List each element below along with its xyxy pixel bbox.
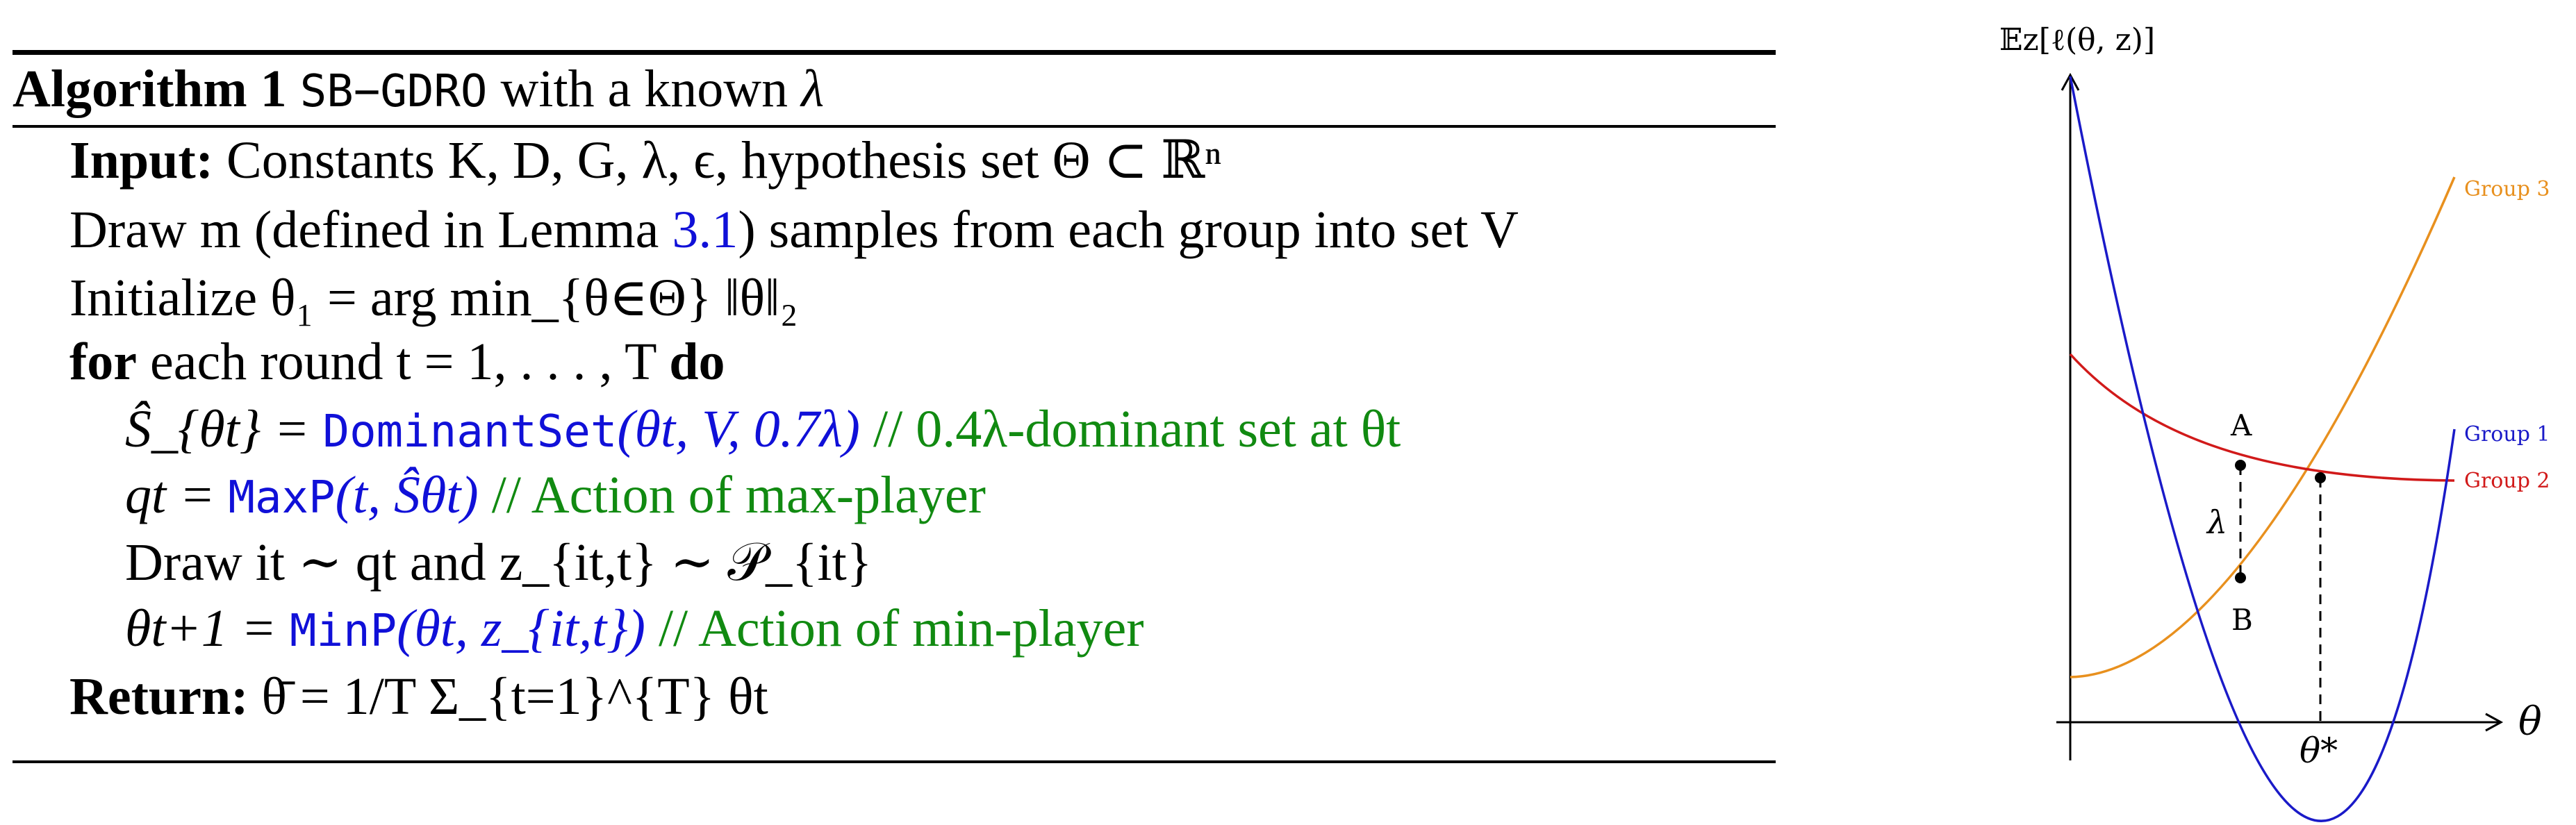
max-player-comment: // Action of max-player — [491, 466, 986, 524]
dominant-set-function: DominantSet — [322, 406, 618, 458]
min-player-lhs: θt+1 = — [125, 599, 277, 658]
input-keyword: Input: — [69, 131, 213, 190]
x-axis-arrow — [2485, 712, 2504, 732]
header-rule — [13, 125, 1776, 128]
algorithm-title: Algorithm 1 SB−GDRO with a known λ — [13, 56, 824, 125]
for-loop-line: for each round t = 1, . . . , T do — [69, 328, 725, 395]
initialize-line: Initialize θ₁ = arg min_{θ∈Θ} ‖θ‖₂ — [69, 265, 798, 331]
return-line: Return: θ̄ = 1/T Σ_{t=1}^{T} θt — [69, 663, 768, 730]
loss-curves-svg: 𝔼z[ℓ(θ, z)] θ θ* A B λ Group 3 Group 1 G… — [1999, 22, 2550, 822]
dominant-set-args: (θt, V, 0.7λ) — [617, 400, 860, 458]
for-keyword: for — [69, 333, 138, 391]
input-text: Constants K, D, G, λ, ϵ, hypothesis set … — [226, 131, 1222, 190]
group-2-label: Group 2 — [2464, 469, 2550, 493]
max-player-args: (t, Ŝθt) — [335, 466, 479, 524]
group-1-label: Group 1 — [2464, 422, 2550, 447]
initialize-text: Initialize θ₁ = arg min_{θ∈Θ} ‖θ‖₂ — [69, 269, 798, 327]
input-line: Input: Constants K, D, G, λ, ϵ, hypothes… — [69, 127, 1221, 194]
dominant-set-line: Ŝ_{θt} = DominantSet(θt, V, 0.7λ) // 0.4… — [125, 396, 1401, 465]
max-player-line: qt = MaxP(t, Ŝθt) // Action of max-playe… — [125, 462, 986, 531]
group-3-curve — [2070, 176, 2456, 678]
max-player-function: MaxP — [228, 472, 336, 524]
return-keyword: Return: — [69, 667, 249, 726]
min-player-args: (θt, z_{it,t}) — [397, 599, 645, 658]
max-player-lhs: qt = — [125, 466, 215, 524]
loss-curves-figure: 𝔼z[ℓ(θ, z)] θ θ* A B λ Group 3 Group 1 G… — [1973, 0, 2576, 825]
draw-samples-line: Draw m (defined in Lemma 3.1) samples fr… — [69, 197, 1519, 263]
point-b-label: B — [2231, 603, 2253, 637]
draw-samples-post: ) samples from each group into set V — [738, 201, 1519, 259]
point-a — [2235, 460, 2246, 471]
point-b — [2235, 572, 2246, 583]
algorithm-label: Algorithm 1 — [13, 60, 287, 118]
intersection-point — [2315, 472, 2326, 483]
top-rule — [13, 50, 1776, 55]
algorithm-name-suffix: with a known — [500, 60, 789, 118]
do-keyword: do — [669, 333, 725, 391]
dominant-set-comment: // 0.4λ-dominant set at θt — [873, 400, 1401, 458]
bottom-rule — [13, 760, 1776, 763]
min-player-comment: // Action of min-player — [658, 599, 1144, 658]
theta-star-label: θ* — [2300, 731, 2338, 771]
algorithm-lambda: λ — [801, 60, 825, 118]
algorithm-name: SB−GDRO — [299, 66, 488, 117]
min-player-line: θt+1 = MinP(θt, z_{it,t}) // Action of m… — [125, 595, 1144, 665]
y-axis-label: 𝔼z[ℓ(θ, z)] — [1999, 22, 2155, 58]
for-loop-text: each round t = 1, . . . , T — [150, 333, 657, 391]
draw-samples-pre: Draw m (defined in Lemma — [69, 201, 672, 259]
algorithm-block: Algorithm 1 SB−GDRO with a known λ Input… — [13, 50, 1776, 763]
group-1-curve — [2069, 76, 2456, 822]
return-text: θ̄ = 1/T Σ_{t=1}^{T} θt — [261, 667, 768, 726]
lemma-reference-link[interactable]: 3.1 — [672, 201, 738, 259]
dominant-set-lhs: Ŝ_{θt} = — [125, 400, 310, 458]
min-player-function: MinP — [290, 606, 397, 657]
group-2-curve — [2069, 353, 2455, 482]
x-axis-label: θ — [2518, 699, 2542, 744]
gap-lambda-label: λ — [2206, 503, 2227, 541]
y-axis-arrow — [2061, 72, 2080, 91]
draw-group-line: Draw it ∼ qt and z_{it,t} ∼ 𝒫_{it} — [125, 529, 872, 596]
group-3-label: Group 3 — [2464, 177, 2550, 201]
point-a-label: A — [2230, 408, 2252, 442]
draw-group-text: Draw it ∼ qt and z_{it,t} ∼ 𝒫_{it} — [125, 533, 873, 592]
